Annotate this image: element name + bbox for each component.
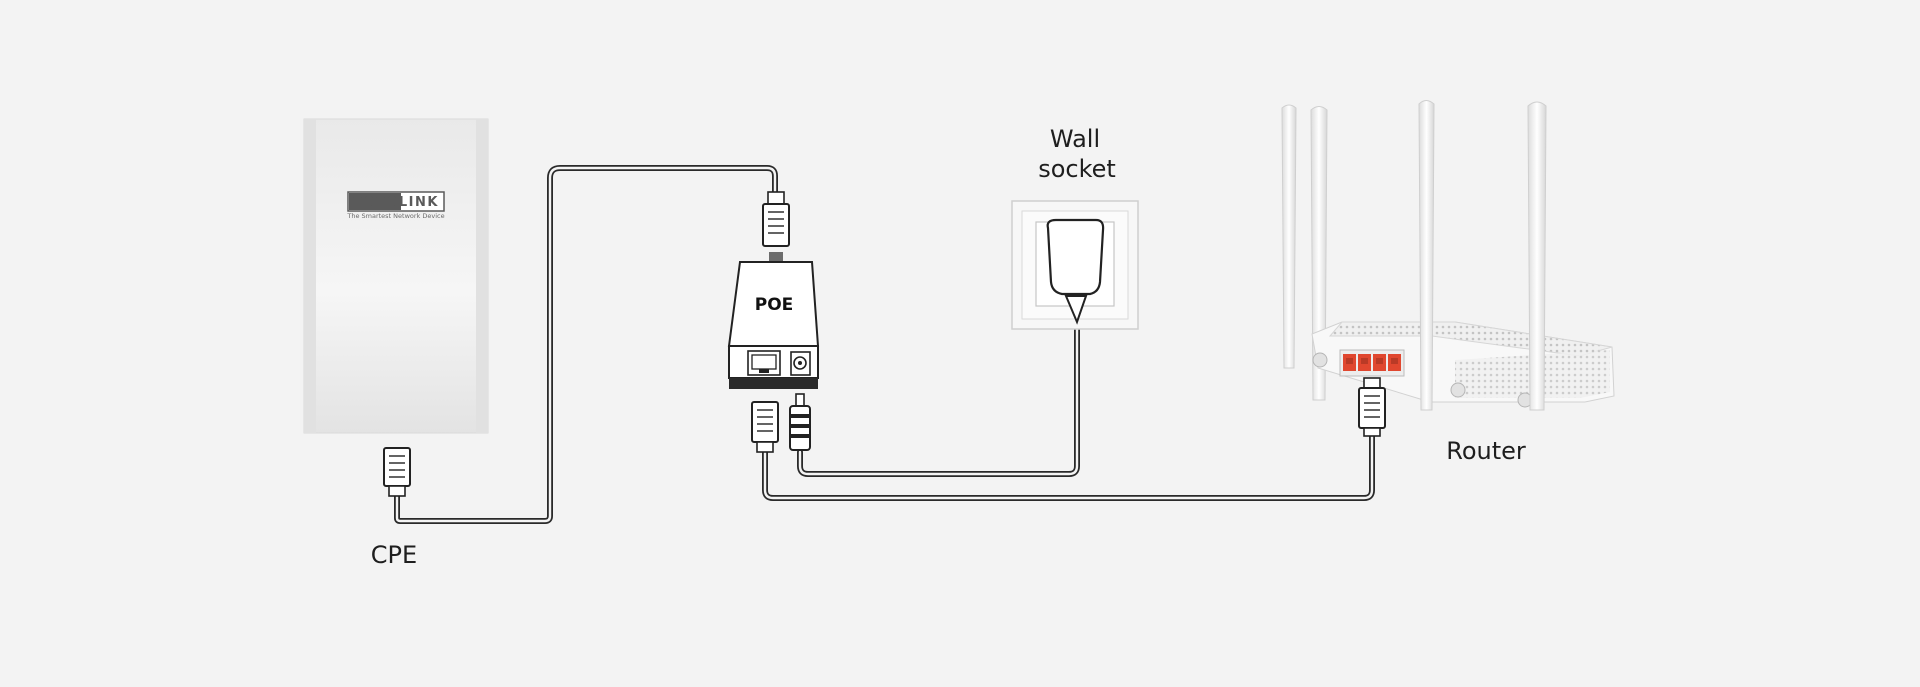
router <box>1281 100 1615 411</box>
wall-socket-label-line2: socket <box>1038 155 1116 183</box>
totolink-logo: TOTOLINK The Smartest Network Device <box>346 191 445 220</box>
cable-poe-to-router <box>762 429 1375 501</box>
antenna-right-front <box>1527 101 1547 411</box>
cables <box>394 165 1375 524</box>
antenna-right-rear <box>1418 100 1435 411</box>
router-lan-ports <box>1339 349 1405 377</box>
cable-cpe-to-poe <box>394 165 778 524</box>
power-plug <box>1046 218 1105 325</box>
cpe-brand-name: TOTOLINK <box>353 195 439 210</box>
dc-power-plug <box>789 393 811 451</box>
cable-power-to-wall-socket <box>797 323 1080 477</box>
poe-input-plug <box>762 191 790 247</box>
cpe-device: TOTOLINK The Smartest Network Device <box>303 118 489 434</box>
poe-injector: POE <box>727 191 820 389</box>
cpe-label: CPE <box>371 541 417 569</box>
wall-socket-label-line1: Wall <box>1050 125 1100 153</box>
router-rj45-plug <box>1358 377 1386 437</box>
poe-dc-port <box>790 351 811 376</box>
poe-lan-plug <box>751 401 779 453</box>
router-label: Router <box>1446 437 1526 465</box>
cpe-rj45-plug <box>383 447 411 497</box>
antenna-left-rear <box>1281 104 1297 369</box>
poe-label: POE <box>755 295 794 315</box>
wall-socket <box>1011 200 1139 330</box>
cpe-brand-tagline: The Smartest Network Device <box>346 212 444 220</box>
poe-lan-port <box>747 350 781 376</box>
